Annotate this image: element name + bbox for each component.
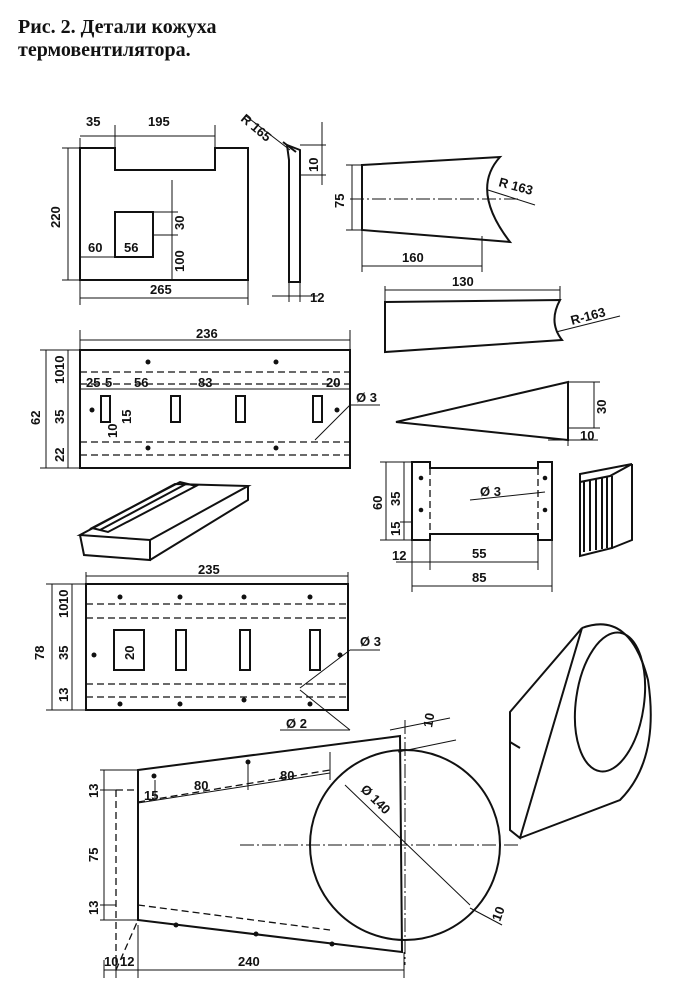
dim-220: 220 <box>48 206 63 228</box>
dim-13-b: 13 <box>86 901 101 915</box>
isometric-grille-channel <box>76 480 252 562</box>
dim-85: 85 <box>472 570 486 585</box>
isometric-curved-housing <box>509 623 652 840</box>
dim-35: 35 <box>86 114 100 129</box>
dim-10: 10 <box>104 954 118 969</box>
part-slotted-plate-236: 236 62 10 10 35 22 25 5 56 83 20 10 15 Ø… <box>28 326 380 469</box>
part-back-plate: 35 195 220 60 56 30 100 265 <box>48 114 249 305</box>
dim-12: 12 <box>392 548 406 563</box>
dim-20: 20 <box>326 375 340 390</box>
part-wedge: 130 R-163 <box>384 274 621 354</box>
dim-100: 100 <box>172 250 187 272</box>
dim-dia140: Ø 140 <box>358 782 394 818</box>
dim-235: 235 <box>198 562 220 577</box>
part-bracket-85: 60 35 15 Ø 3 12 55 85 <box>370 461 553 592</box>
dim-195: 195 <box>148 114 170 129</box>
dim-10-b: 10 <box>52 370 67 384</box>
dim-13-a: 13 <box>86 784 101 798</box>
dim-dia3: Ø 3 <box>360 634 381 649</box>
dim-62: 62 <box>28 411 43 425</box>
dim-12: 12 <box>120 954 134 969</box>
isometric-small-bracket <box>579 463 633 558</box>
dim-15: 15 <box>119 410 134 424</box>
dim-dia3: Ø 3 <box>480 484 501 499</box>
part-circle-panel: 10 13 15 80 80 Ø 140 75 13 10 10 12 240 <box>86 712 520 978</box>
dim-10-a: 10 <box>56 590 71 604</box>
dim-35: 35 <box>52 410 67 424</box>
dim-dia2: Ø 2 <box>286 716 307 731</box>
dim-60: 60 <box>370 496 385 510</box>
dim-15: 15 <box>144 788 158 803</box>
dim-240: 240 <box>238 954 260 969</box>
dim-160: 160 <box>402 250 424 265</box>
dim-10-b: 10 <box>56 604 71 618</box>
dim-75: 75 <box>332 194 347 208</box>
dim-10-top: 10 <box>420 712 437 729</box>
dim-56: 56 <box>124 240 138 255</box>
dim-265: 265 <box>150 282 172 297</box>
dim-10-a: 10 <box>52 356 67 370</box>
dim-25: 25 <box>86 375 100 390</box>
dim-5: 5 <box>105 375 112 390</box>
part-curved-panel: 75 R 163 160 <box>332 155 536 272</box>
caption-line-1: Рис. 2. Детали кожуха <box>18 16 217 38</box>
dim-20: 20 <box>122 646 137 660</box>
dim-83: 83 <box>198 375 212 390</box>
dim-30: 30 <box>172 216 187 230</box>
dim-30: 30 <box>594 400 609 414</box>
dim-56: 56 <box>134 375 148 390</box>
figure-caption: Рис. 2. Детали кожуха термовентилятора. <box>18 16 348 62</box>
dim-12: 12 <box>310 290 324 305</box>
dim-80-b: 80 <box>280 768 294 783</box>
part-triangle-gusset: 30 10 <box>395 380 609 446</box>
dim-13: 13 <box>56 688 71 702</box>
dim-10-side: 10 <box>489 904 508 923</box>
caption-line-2: термовентилятора. <box>18 39 191 61</box>
dim-15: 15 <box>388 522 403 536</box>
dim-10: 10 <box>306 158 321 172</box>
dim-35: 35 <box>388 492 403 506</box>
dim-130: 130 <box>452 274 474 289</box>
dim-10: 10 <box>580 428 594 443</box>
dim-10-c: 10 <box>105 424 120 438</box>
dim-22: 22 <box>52 448 67 462</box>
dim-r165: R 165 <box>238 111 274 145</box>
dim-78: 78 <box>32 646 47 660</box>
dim-35: 35 <box>56 646 71 660</box>
dim-60: 60 <box>88 240 102 255</box>
dim-75: 75 <box>86 848 101 862</box>
dim-dia3: Ø 3 <box>356 390 377 405</box>
dim-55: 55 <box>472 546 486 561</box>
dim-80-a: 80 <box>194 778 208 793</box>
part-side-strip: R 165 10 12 <box>238 111 326 305</box>
dim-236: 236 <box>196 326 218 341</box>
part-slotted-plate-235: 235 78 10 10 35 13 20 Ø 3 Ø 2 <box>32 562 381 731</box>
